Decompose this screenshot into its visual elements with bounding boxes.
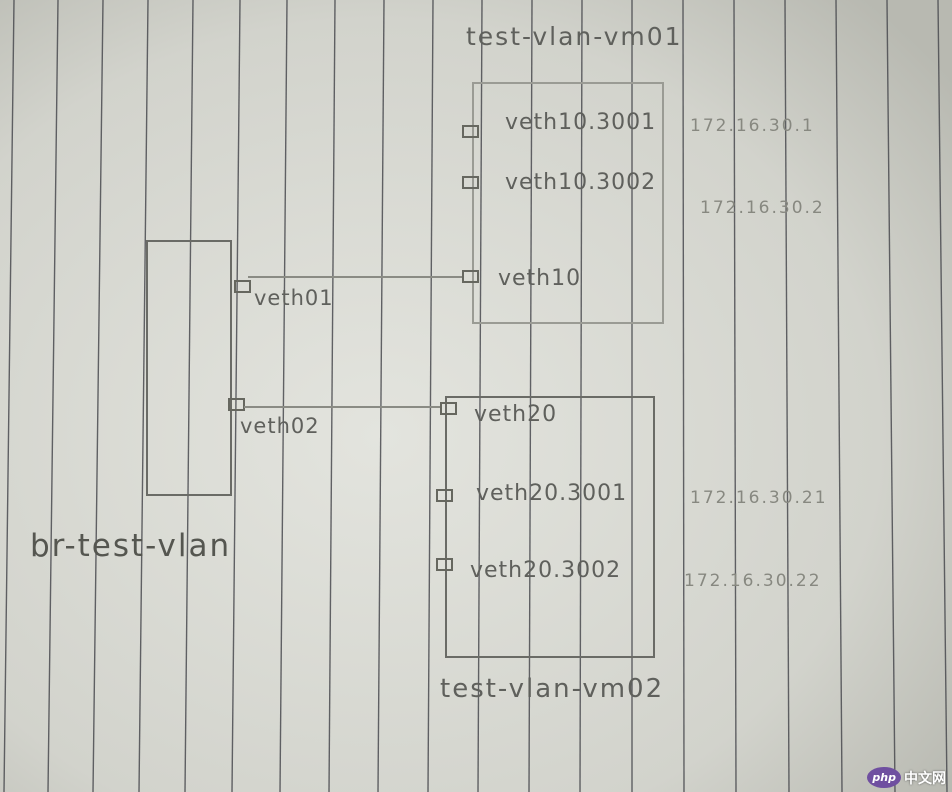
watermark-text: 中文网	[904, 770, 946, 787]
bridge-port-veth02: veth02	[240, 414, 320, 438]
port-veth20-3001	[436, 489, 453, 502]
ip-veth10-3001: 172.16.30.1	[690, 116, 815, 136]
iface-veth10-3002: veth10.3002	[505, 170, 657, 195]
port-veth01	[234, 280, 251, 293]
site-watermark: php 中文网	[867, 767, 946, 788]
vm01-box	[472, 82, 664, 324]
vm02-title: test-vlan-vm02	[440, 674, 665, 704]
link-veth02-veth20	[244, 406, 440, 408]
ip-veth20-3001: 172.16.30.21	[690, 488, 828, 508]
iface-veth10: veth10	[498, 266, 582, 291]
vm02-box	[445, 396, 655, 658]
port-veth20-3002	[436, 558, 453, 571]
bridge-box	[146, 240, 232, 496]
port-veth02	[228, 398, 245, 411]
php-logo-badge: php	[867, 767, 901, 788]
vm01-title: test-vlan-vm01	[466, 22, 683, 51]
bridge-port-veth01: veth01	[254, 286, 334, 310]
port-veth20	[440, 402, 457, 415]
iface-veth20-3001: veth20.3001	[476, 481, 628, 506]
ip-veth20-3002: 172.16.30.22	[684, 571, 822, 591]
iface-veth20-3002: veth20.3002	[470, 558, 622, 583]
iface-veth10-3001: veth10.3001	[505, 110, 657, 135]
port-veth10-3002	[462, 176, 479, 189]
link-veth01-veth10	[248, 276, 462, 278]
bridge-title: br-test-vlan	[30, 528, 232, 564]
port-veth10	[462, 270, 479, 283]
ip-veth10-3002: 172.16.30.2	[700, 198, 825, 218]
iface-veth20: veth20	[474, 402, 558, 427]
port-veth10-3001	[462, 125, 479, 138]
